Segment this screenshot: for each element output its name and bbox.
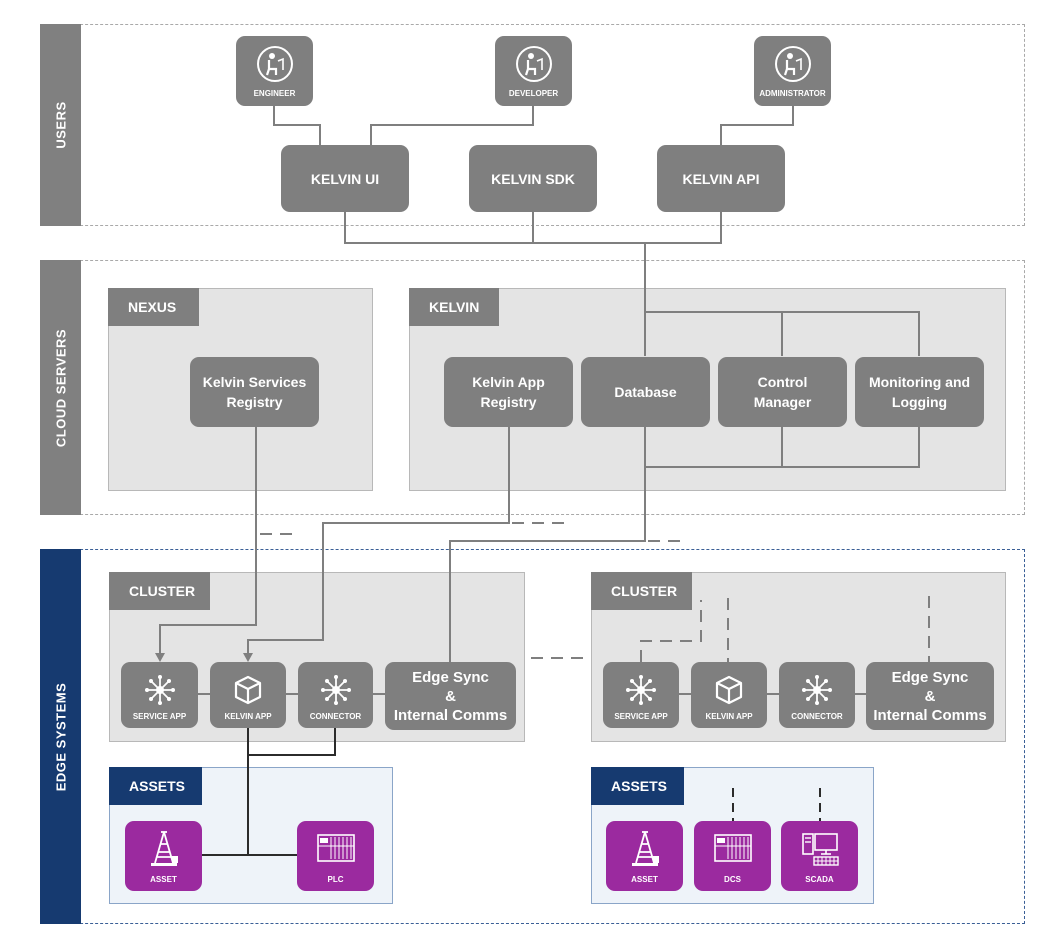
plc-tile[interactable]: PLC: [297, 821, 374, 891]
oil-rig-icon: [631, 831, 659, 866]
user-engineer-label: ENGINEER: [253, 89, 296, 98]
cluster-right-title: CLUSTER: [591, 572, 692, 610]
edge-sync-line1: Edge Sync: [891, 668, 969, 686]
service-app-label: SERVICE APP: [614, 712, 668, 721]
oil-rig-icon: [150, 831, 178, 866]
network-hub-icon: [626, 675, 656, 705]
asset-tile[interactable]: ASSET: [606, 821, 683, 891]
kelvin-api-node[interactable]: KELVIN API: [657, 145, 785, 212]
plc-rack-icon: [713, 834, 752, 862]
user-seated-icon: [774, 46, 811, 82]
dcs-label: DCS: [724, 875, 741, 884]
kelvin-title: KELVIN: [409, 288, 499, 326]
user-developer[interactable]: DEVELOPER: [495, 36, 572, 106]
asset-label: ASSET: [150, 875, 177, 884]
kelvin-app-node[interactable]: KELVIN APP: [691, 662, 767, 728]
cube-icon: [715, 675, 743, 705]
database-node[interactable]: Database: [581, 357, 710, 427]
kelvin-app-label: KELVIN APP: [224, 712, 272, 721]
service-app-node[interactable]: SERVICE APP: [121, 662, 198, 728]
cloud-band-tab: CLOUD SERVERS: [40, 260, 81, 515]
user-developer-label: DEVELOPER: [508, 89, 559, 98]
edge-sync-line3: Internal Comms: [873, 706, 987, 724]
asset-label: ASSET: [631, 875, 658, 884]
plc-rack-icon: [316, 834, 355, 862]
users-band-tab: USERS: [40, 24, 81, 226]
scada-label: SCADA: [805, 875, 834, 884]
cube-icon: [234, 675, 262, 705]
connector-node[interactable]: CONNECTOR: [779, 662, 855, 728]
kelvin-sdk-node[interactable]: KELVIN SDK: [469, 145, 597, 212]
service-app-node[interactable]: SERVICE APP: [603, 662, 679, 728]
scada-tile[interactable]: SCADA: [781, 821, 858, 891]
assets-left-title: ASSETS: [109, 767, 202, 805]
kelvin-app-node[interactable]: KELVIN APP: [210, 662, 286, 728]
users-band-label: USERS: [53, 101, 68, 149]
monitoring-logging-node[interactable]: Monitoring and Logging: [855, 357, 984, 427]
cluster-left-title: CLUSTER: [109, 572, 210, 610]
edge-sync-line1: Edge Sync: [412, 668, 489, 686]
edge-sync-line2: &: [924, 687, 936, 705]
network-hub-icon: [320, 675, 351, 705]
user-administrator[interactable]: ADMINISTRATOR: [754, 36, 831, 106]
connector-label: CONNECTOR: [309, 712, 362, 721]
user-seated-icon: [256, 46, 293, 82]
user-seated-icon: [515, 46, 552, 82]
user-administrator-label: ADMINISTRATOR: [759, 89, 826, 98]
kelvin-services-registry-node[interactable]: Kelvin Services Registry: [190, 357, 319, 427]
edge-band-tab: EDGE SYSTEMS: [40, 549, 81, 924]
kelvin-app-label: KELVIN APP: [705, 712, 753, 721]
cloud-band-label: CLOUD SERVERS: [53, 328, 68, 447]
edge-sync-line2: &: [445, 687, 456, 705]
edge-band-label: EDGE SYSTEMS: [53, 682, 68, 791]
control-manager-node[interactable]: Control Manager: [718, 357, 847, 427]
network-hub-icon: [144, 675, 175, 705]
edge-sync-line3: Internal Comms: [393, 706, 508, 724]
edge-sync-node[interactable]: Edge Sync & Internal Comms: [866, 662, 994, 730]
service-app-label: SERVICE APP: [132, 712, 187, 721]
nexus-title: NEXUS: [108, 288, 199, 326]
asset-tile[interactable]: ASSET: [125, 821, 202, 891]
computer-terminal-icon: [801, 833, 839, 866]
plc-label: PLC: [327, 875, 344, 884]
user-engineer[interactable]: ENGINEER: [236, 36, 313, 106]
assets-right-title: ASSETS: [591, 767, 684, 805]
network-hub-icon: [802, 675, 832, 705]
dcs-tile[interactable]: DCS: [694, 821, 771, 891]
kelvin-app-registry-node[interactable]: Kelvin App Registry: [444, 357, 573, 427]
kelvin-ui-node[interactable]: KELVIN UI: [281, 145, 409, 212]
connector-node[interactable]: CONNECTOR: [298, 662, 373, 728]
edge-sync-node[interactable]: Edge Sync & Internal Comms: [385, 662, 516, 730]
connector-label: CONNECTOR: [791, 712, 843, 721]
